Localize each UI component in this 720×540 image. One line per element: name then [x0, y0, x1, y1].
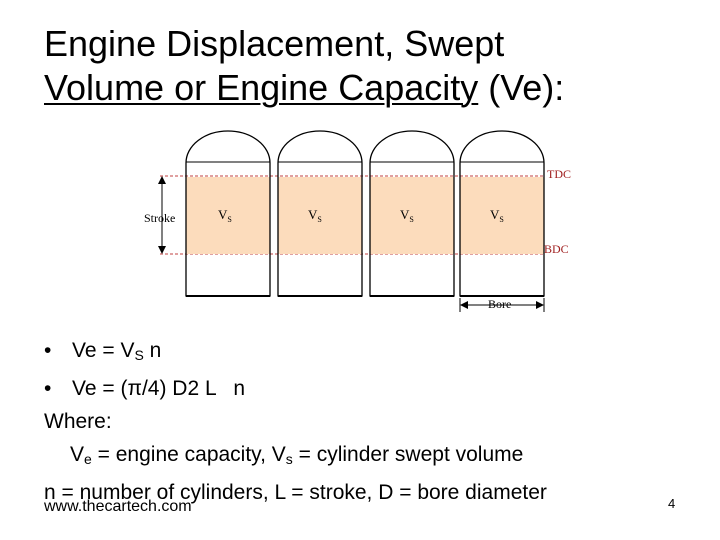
swept-volume-3 — [370, 177, 454, 254]
swept-volume-1 — [186, 177, 270, 254]
cylinder-1: VS — [185, 130, 271, 297]
cylinder-2-label: VS — [308, 207, 322, 224]
definition-line-1: Ve = engine capacity, Vs = cylinder swep… — [70, 443, 524, 467]
bullet-dot: • — [44, 339, 52, 362]
tdc-label: TDC — [547, 167, 571, 181]
where-label: Where: — [44, 410, 112, 433]
stroke-arrow — [158, 176, 166, 254]
definition-line-2: n = number of cylinders, L = stroke, D =… — [44, 481, 547, 504]
bullet-line-1: •Ve = VS n — [44, 334, 547, 372]
cylinder-4-label: VS — [490, 207, 504, 224]
swept-volume-4 — [460, 177, 544, 254]
footer-url: www.thecartech.com — [44, 498, 192, 515]
bore-label: Bore — [488, 297, 511, 311]
cylinder-3-label: VS — [400, 207, 414, 224]
bullet-dot: • — [44, 377, 52, 400]
cylinder-1-label: VS — [218, 207, 232, 224]
bore-arrow — [459, 298, 545, 312]
slide-body: •Ve = VS n •Ve = (π/4) D2 L n Where: Ve … — [44, 334, 547, 509]
slide-title: Engine Displacement, Swept Volume or Eng… — [44, 22, 684, 110]
bullet-line-2: •Ve = (π/4) D2 L n — [44, 372, 547, 405]
stroke-label: Stroke — [144, 211, 175, 225]
page-number: 4 — [668, 496, 676, 511]
title-rest-part: (Ve): — [478, 67, 565, 108]
cylinder-4: VS — [459, 130, 545, 297]
pi-symbol: π — [127, 377, 142, 400]
bdc-label: BDC — [544, 242, 569, 256]
title-line-1: Engine Displacement, Swept — [44, 23, 505, 64]
swept-volume-2 — [278, 177, 362, 254]
title-line-2: Volume or Engine Capacity (Ve): — [44, 66, 684, 110]
cylinder-2: VS — [277, 130, 363, 297]
title-underlined-part: Volume or Engine Capacity — [44, 67, 479, 108]
cylinder-3: VS — [369, 130, 455, 297]
